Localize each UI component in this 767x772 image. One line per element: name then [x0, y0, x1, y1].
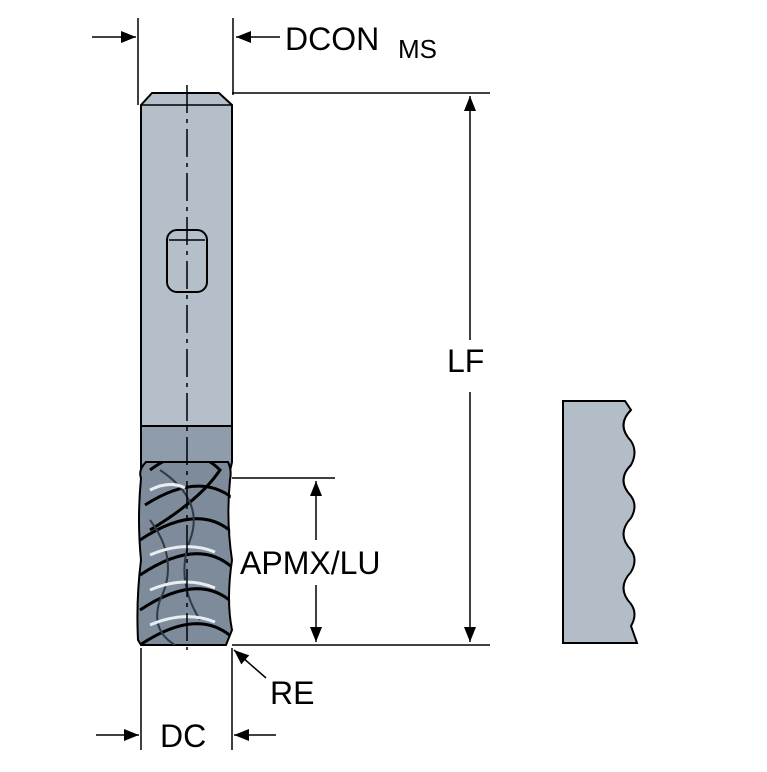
flute-profile-view: [562, 400, 639, 644]
re-dimension: RE: [233, 649, 314, 711]
lf-label: LF: [447, 343, 484, 379]
dcon-subscript: MS: [398, 34, 437, 64]
flute-helix-lines: [139, 462, 232, 645]
re-label: RE: [270, 675, 314, 711]
dc-label: DC: [160, 718, 206, 754]
end-mill-tool: [136, 85, 234, 650]
dcon-dimension: DCON MS: [92, 18, 437, 105]
dc-dimension: DC: [96, 648, 276, 754]
apmx-dimension: APMX/LU: [232, 477, 380, 642]
dcon-label: DCON: [285, 21, 379, 57]
apmx-label: APMX/LU: [240, 545, 380, 581]
lf-dimension: LF: [232, 92, 490, 646]
